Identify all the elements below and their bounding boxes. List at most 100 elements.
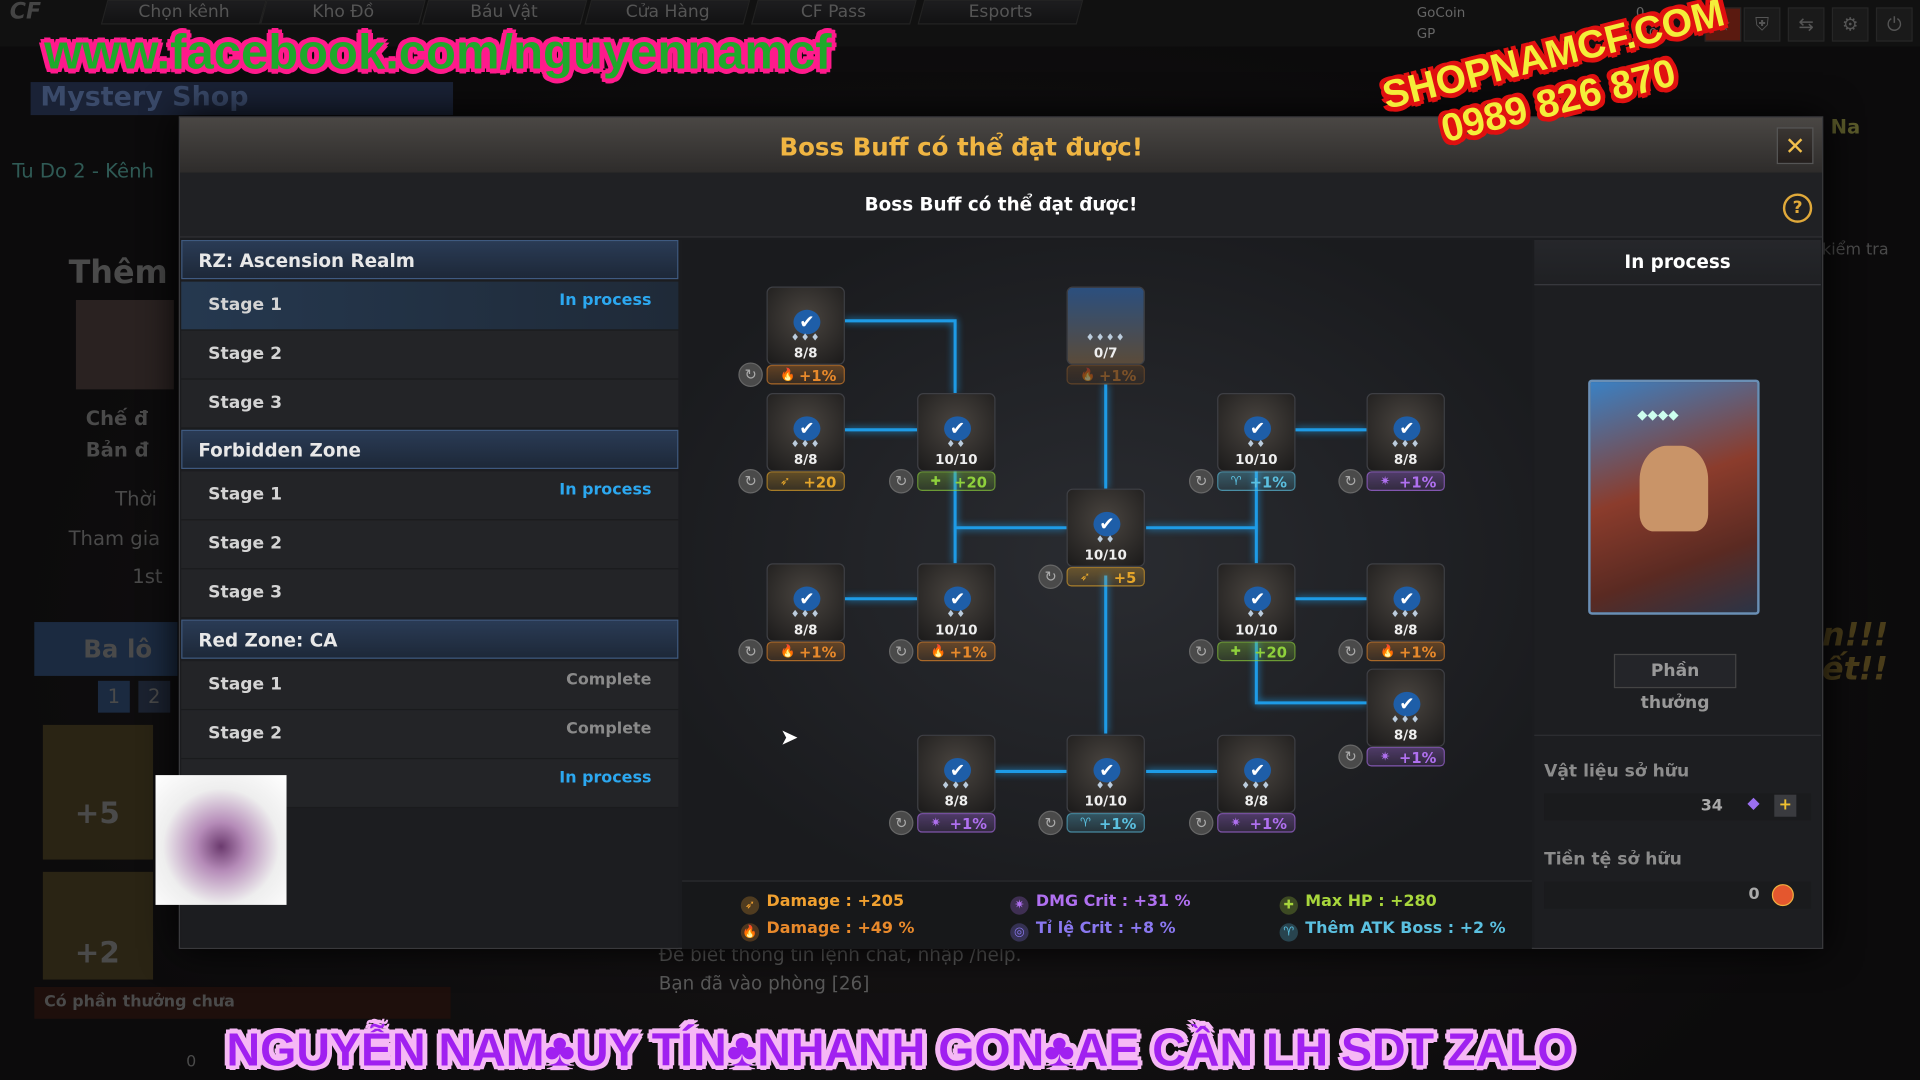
- materials-field: 34 ◆ +: [1544, 793, 1812, 821]
- tab-channel[interactable]: Chọn kênh: [100, 0, 267, 25]
- reset-icon[interactable]: ↻: [888, 468, 914, 494]
- zone-header[interactable]: Forbidden Zone: [181, 429, 679, 469]
- buff-value: +1%: [799, 644, 837, 662]
- reset-icon[interactable]: ↻: [1338, 744, 1363, 769]
- boss-node[interactable]: ✔♦♦♦8/8: [917, 734, 996, 814]
- tab-label: Báu Vật: [470, 2, 539, 23]
- tab-shop[interactable]: Cửa Hàng: [584, 0, 751, 25]
- zone-header[interactable]: Red Zone: CA: [181, 619, 679, 659]
- stage-row[interactable]: Stage 2: [181, 520, 679, 570]
- reset-icon[interactable]: ↻: [1188, 810, 1214, 836]
- item-slot[interactable]: +5: [42, 724, 154, 860]
- swap-icon[interactable]: ⇆: [1787, 7, 1825, 42]
- tab-cf-pass[interactable]: CF Pass: [751, 0, 917, 25]
- gear-icon[interactable]: ⚙: [1831, 7, 1869, 42]
- check-icon: ✔: [1093, 511, 1121, 537]
- boss-node[interactable]: ✔♦♦10/10: [1066, 488, 1145, 567]
- stage-row[interactable]: Stage 3: [181, 379, 679, 429]
- node-progress: 8/8: [793, 345, 818, 362]
- reset-icon[interactable]: ↻: [1038, 810, 1063, 836]
- currency-value: 0: [1748, 885, 1760, 904]
- hp-icon: ✚: [1279, 896, 1298, 915]
- item-slot[interactable]: +2: [42, 871, 154, 980]
- stat-item: ✚Max HP : +280: [1279, 893, 1437, 915]
- divider: [1534, 734, 1821, 736]
- boss-node[interactable]: ✔♦♦♦8/8: [1217, 734, 1296, 814]
- tab-label: Esports: [968, 2, 1033, 23]
- tab-label: Chọn kênh: [138, 2, 230, 23]
- reward-notice[interactable]: Có phần thưởng chưa: [34, 986, 451, 1019]
- node-progress: 10/10: [1084, 793, 1127, 810]
- reset-icon[interactable]: ↻: [1338, 468, 1363, 494]
- ammo-count: +2: [74, 935, 120, 970]
- stage-status: Complete: [566, 671, 652, 690]
- crit-icon: ✷: [1380, 750, 1391, 765]
- node-progress: 8/8: [1393, 727, 1418, 744]
- star-rating-icon: ♦♦: [1246, 438, 1267, 450]
- star-rating-icon: ♦♦♦: [790, 608, 821, 620]
- stage-row[interactable]: Stage 2: [181, 330, 679, 380]
- buff-badge: ✷+1%: [1366, 746, 1445, 767]
- buff-value: +1%: [1399, 644, 1437, 662]
- rank-icon[interactable]: ★: [1704, 7, 1742, 42]
- page-1-button[interactable]: 1: [97, 680, 130, 713]
- boss-node[interactable]: ✔♦♦♦8/8: [766, 393, 845, 472]
- boss-node[interactable]: ✔♦♦♦8/8: [1366, 563, 1445, 642]
- reset-icon[interactable]: ↻: [1038, 564, 1063, 589]
- reset-icon[interactable]: ↻: [738, 468, 763, 494]
- star-rating-icon: ♦♦♦: [790, 331, 821, 343]
- star-rating-icon: ♦♦♦: [941, 780, 972, 792]
- room-title: Thêm: [68, 254, 168, 292]
- boss-node[interactable]: ✔♦♦♦8/8: [1366, 668, 1445, 747]
- tab-inventory[interactable]: Kho Đồ: [259, 0, 426, 25]
- bottom-banner-watermark: NGUYỄN NAM♣UY TÍN♣NHANH GON♣AE CẦN LH SD…: [226, 1024, 1574, 1077]
- buff-badge: ✷+1%: [1217, 813, 1296, 833]
- boss-node[interactable]: ✔♦♦10/10: [1217, 393, 1296, 472]
- stage-status: In process: [559, 291, 652, 310]
- crit-icon: ✷: [1230, 816, 1241, 831]
- mystery-shop-banner[interactable]: Mystery Shop: [30, 82, 454, 116]
- boss-node[interactable]: ✔♦♦10/10: [917, 393, 996, 472]
- tab-treasure[interactable]: Báu Vật: [421, 0, 588, 25]
- materials-value: 34: [1700, 797, 1723, 816]
- boss-icon: ♈: [1080, 816, 1091, 831]
- boss-node[interactable]: ✔♦♦♦8/8: [766, 286, 845, 365]
- close-button[interactable]: ✕: [1776, 127, 1814, 165]
- reset-icon[interactable]: ↻: [888, 810, 914, 836]
- boss-node[interactable]: ✔♦♦10/10: [1217, 563, 1296, 642]
- reset-icon[interactable]: ↻: [738, 639, 763, 664]
- page-2-button[interactable]: 2: [138, 680, 171, 713]
- stat-text: Thêm ATK Boss : +2 %: [1305, 919, 1506, 938]
- reset-icon[interactable]: ↻: [888, 639, 914, 664]
- reset-icon[interactable]: ↻: [1188, 468, 1214, 494]
- boss-node[interactable]: ✔♦♦10/10: [1066, 734, 1145, 814]
- boss-node[interactable]: ✔♦♦10/10: [917, 563, 996, 642]
- add-materials-button[interactable]: +: [1774, 794, 1797, 817]
- check-icon: ✔: [1393, 416, 1421, 441]
- stage-row[interactable]: Stage 3: [181, 569, 679, 619]
- reset-icon[interactable]: ↻: [1338, 639, 1363, 664]
- reward-button[interactable]: Phần thưởng: [1613, 653, 1737, 713]
- crystal-icon: ◆: [1747, 794, 1760, 814]
- boss-figure: [1639, 445, 1709, 532]
- stat-item: ➶Damage : +205: [740, 893, 904, 915]
- boss-node[interactable]: ✔♦♦♦8/8: [766, 563, 845, 642]
- reset-icon[interactable]: ↻: [1188, 639, 1214, 664]
- check-icon: ✔: [1093, 757, 1121, 783]
- boss-node[interactable]: ✔♦♦♦8/8: [1366, 393, 1445, 472]
- help-icon[interactable]: ?: [1782, 193, 1813, 223]
- zone-header[interactable]: RZ: Ascension Realm: [181, 240, 679, 280]
- shield-icon[interactable]: ⛨: [1743, 7, 1781, 42]
- boss-node[interactable]: ♦♦♦♦0/7: [1066, 286, 1145, 365]
- power-icon[interactable]: ⏻: [1875, 7, 1913, 42]
- reset-icon[interactable]: ↻: [738, 362, 763, 387]
- boss-stars-icon: ◆◆◆◆: [1637, 406, 1679, 423]
- map-thumbnail: [75, 300, 174, 390]
- map-label: Bản đ: [85, 438, 149, 462]
- tab-esports[interactable]: Esports: [917, 0, 1084, 25]
- buff-badge: ♈+1%: [1066, 813, 1145, 833]
